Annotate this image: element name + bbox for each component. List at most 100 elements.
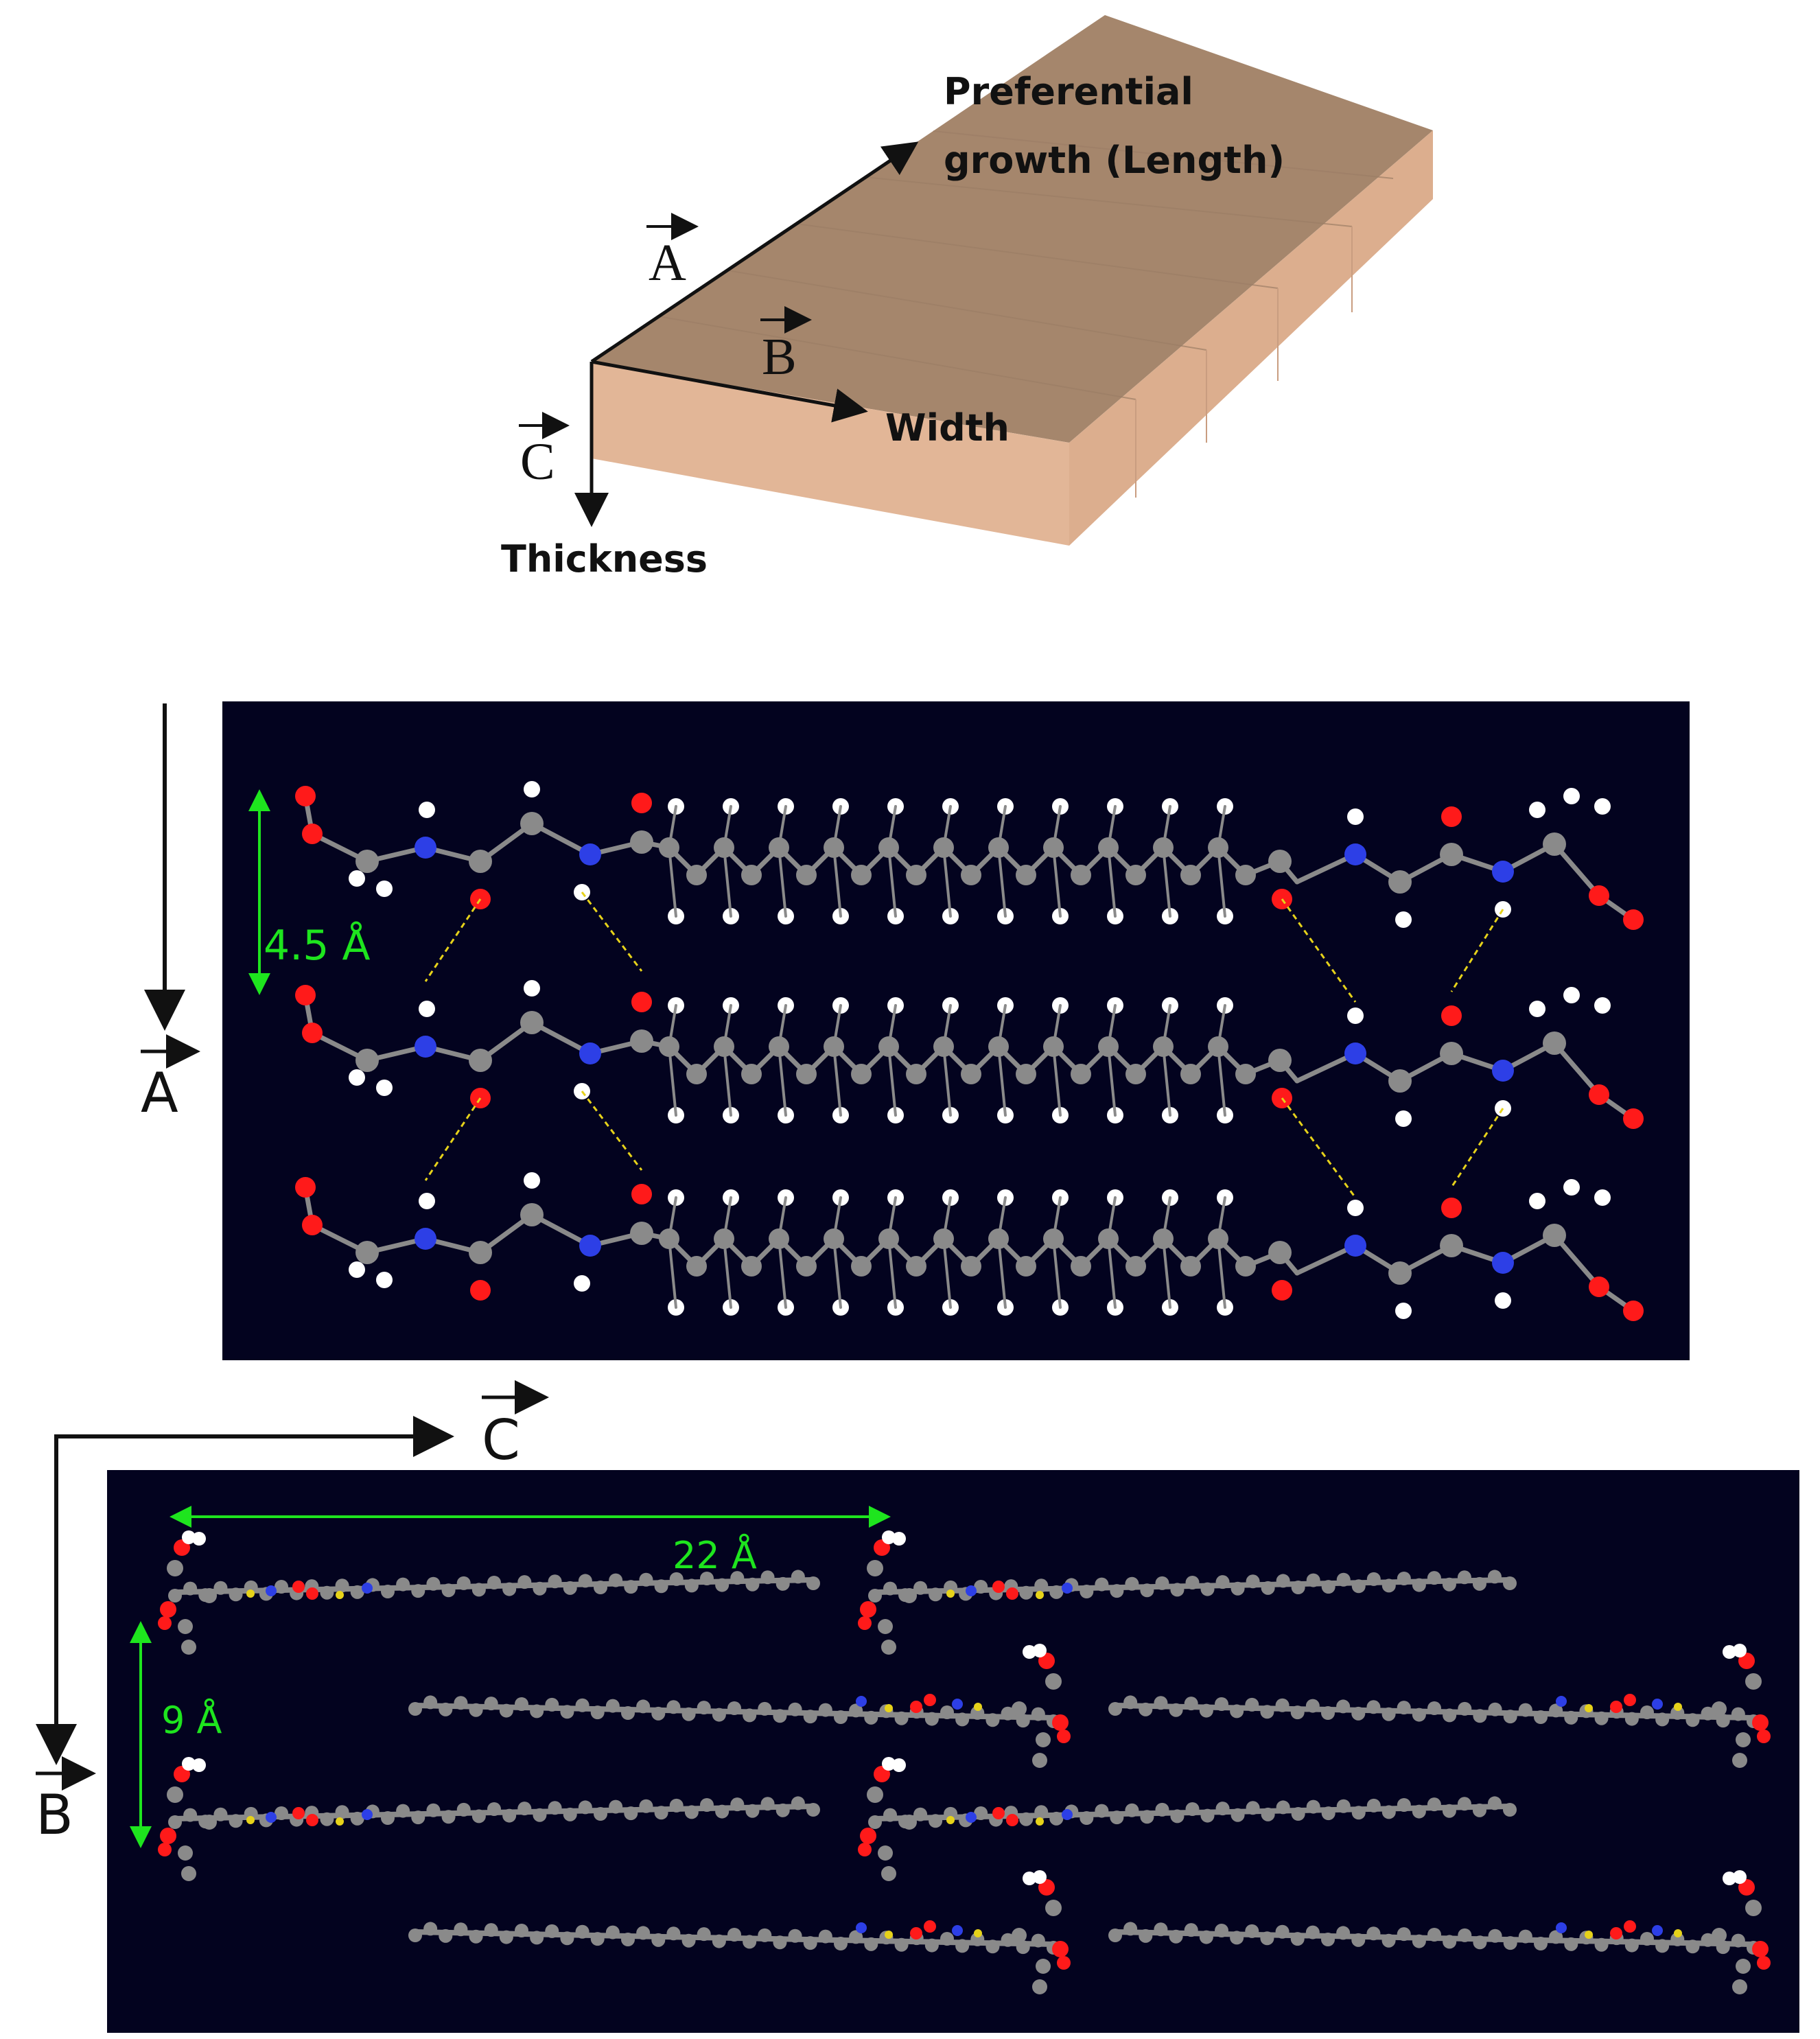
carbon-atom [796, 1256, 817, 1277]
vector-label-c: C [519, 412, 570, 491]
carbon-atom [906, 1064, 926, 1084]
bond [778, 1045, 787, 1117]
crystal-side-lines [1135, 226, 1353, 498]
hydrogen-atom [892, 1758, 906, 1772]
carbon-atom [202, 1588, 217, 1603]
hydrogen-bond [1450, 909, 1504, 992]
bond [887, 1237, 897, 1309]
carbon-atom [851, 1064, 872, 1084]
carbon-atom [769, 1036, 789, 1057]
oxygen-atom [160, 1601, 176, 1618]
nitrogen-atom [415, 1036, 436, 1058]
bond [1107, 846, 1117, 918]
molecule [295, 781, 1644, 930]
carbon-atom [933, 837, 954, 858]
carbon-atom [1012, 1928, 1027, 1943]
carbon-atom [878, 1228, 899, 1249]
hydrogen-atom [192, 1758, 206, 1772]
hydrogen-atom [882, 1757, 896, 1771]
carbon-atom [741, 1064, 762, 1084]
nitrogen-atom [952, 1699, 963, 1710]
carbon-atom [1388, 1069, 1412, 1093]
molecule-side-view [408, 1870, 1071, 1994]
oxygen-atom [860, 1828, 876, 1844]
carbon-atom [881, 1866, 896, 1881]
panel-ab [222, 701, 1690, 1360]
oxygen-atom [992, 1807, 1005, 1819]
oxygen-atom [1006, 1814, 1018, 1826]
oxygen-atom [1057, 1729, 1071, 1743]
hydrogen-bond-marker [946, 1589, 955, 1598]
svg-text:B: B [762, 328, 797, 386]
bond [997, 846, 1007, 918]
molecule-side-view [858, 1757, 1517, 1881]
carbon-atom [520, 1203, 544, 1226]
bond [1107, 1237, 1117, 1309]
hydrogen-atom [1395, 1303, 1412, 1319]
carbon-atom [178, 1619, 193, 1634]
oxygen-atom [858, 1843, 872, 1856]
carbon-atom [167, 1560, 183, 1576]
molecule-side-view [158, 1530, 820, 1655]
carbon-atom [659, 837, 679, 858]
crystal-block [592, 15, 1433, 546]
carbon-atom [1153, 837, 1174, 858]
oxygen-atom [631, 992, 652, 1012]
hydrogen-atom [349, 1261, 365, 1278]
hydrogen-atom [1594, 1189, 1611, 1206]
hydrogen-bond-marker [946, 1816, 955, 1824]
axis-a-arrow [590, 141, 919, 364]
hydrogen-atom [349, 1069, 365, 1086]
hydrogen-atom [182, 1757, 196, 1771]
carbon-atom [1745, 1900, 1762, 1916]
oxygen-atom [1441, 806, 1462, 827]
oxygen-atom [631, 1184, 652, 1204]
crystal-axes [574, 141, 919, 527]
oxygen-atom [1752, 1714, 1769, 1731]
carbon-atom [1032, 1753, 1047, 1768]
carbon-atom [906, 1256, 926, 1277]
hydrogen-atom [1563, 1179, 1580, 1196]
carbon-atom [1388, 1261, 1412, 1285]
oxygen-atom [1441, 1198, 1462, 1218]
hydrogen-bond-marker [336, 1817, 344, 1826]
carbon-atom [630, 830, 653, 854]
molecule-side-view [1108, 1644, 1771, 1768]
hydrogen-atom [419, 802, 435, 818]
oxygen-atom [858, 1616, 872, 1630]
oxygen-atom [1752, 1941, 1769, 1957]
carbon-atom [961, 865, 981, 885]
hydrogen-atom [1023, 1645, 1036, 1659]
crystal-top-face [592, 15, 1433, 443]
oxygen-atom [302, 824, 323, 844]
carbon-atom [867, 1560, 883, 1576]
carbon-atom [902, 1588, 917, 1603]
nitrogen-atom [1062, 1583, 1073, 1594]
chain-axis [1115, 1703, 1754, 1721]
carbon-atom [824, 837, 844, 858]
oxygen-atom [158, 1843, 172, 1856]
spacing-label: 4.5 Å [264, 921, 371, 970]
oxygen-atom [1610, 1927, 1622, 1939]
hydrogen-atom [1733, 1870, 1747, 1884]
carbon-atom [1712, 1928, 1727, 1943]
carbon-atom [988, 837, 1009, 858]
hydrogen-bond [424, 1097, 482, 1181]
carbon-atom [714, 837, 734, 858]
bond [887, 1045, 897, 1117]
carbon-atom [881, 1640, 896, 1655]
hydrogen-atom [1529, 1001, 1545, 1017]
hydrogen-atom [1563, 788, 1580, 804]
hydrogen-bond-marker [974, 1703, 982, 1711]
carbon-atom [1180, 1064, 1201, 1084]
bond [668, 846, 677, 918]
oxygen-atom [1610, 1701, 1622, 1713]
bond [832, 1237, 842, 1309]
bond [723, 1237, 732, 1309]
nitrogen-atom [856, 1922, 867, 1933]
oxygen-atom [924, 1694, 936, 1706]
carbon-atom [1388, 870, 1412, 894]
hydrogen-atom [1563, 987, 1580, 1003]
oxygen-atom [160, 1828, 176, 1844]
